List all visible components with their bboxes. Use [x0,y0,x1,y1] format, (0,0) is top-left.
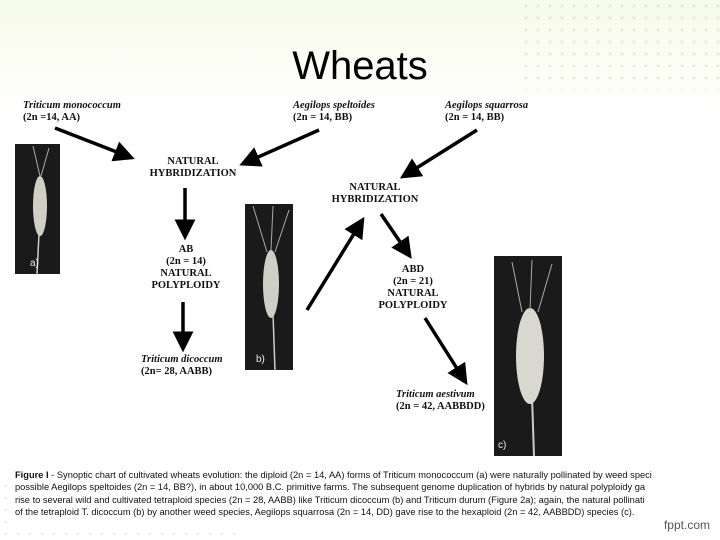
arrow-squarrosa-to-hybridization [407,130,477,174]
caption-line-4: of the tetraploid T. dicoccum (b) by ano… [15,506,705,518]
caption-line-1-text: - Synoptic chart of cultivated wheats ev… [49,470,652,480]
arrow-dicoccum-to-hybridization [307,224,360,310]
arrow-abd-to-aestivum [425,318,463,378]
arrow-monococcum-to-hybridization [55,128,127,156]
wheat-evolution-figure: a) b) c) Triticum monococcum (2n =14, AA… [15,96,705,530]
watermark: fppt.com [664,518,710,532]
arrows-layer [15,96,705,530]
arrow-speltoides-to-hybridization [247,130,319,162]
caption-line-1: Figure I - Synoptic chart of cultivated … [15,469,705,481]
slide-title: Wheats [0,44,720,89]
caption-line-2: possible Aegilops speltoides (2n = 14, B… [15,481,705,493]
caption-label: Figure I [15,470,49,480]
caption-line-3: rise to several wild and cultivated tetr… [15,494,705,506]
figure-caption: Figure I - Synoptic chart of cultivated … [15,469,705,519]
arrow-hybridization-to-abd [381,214,407,252]
